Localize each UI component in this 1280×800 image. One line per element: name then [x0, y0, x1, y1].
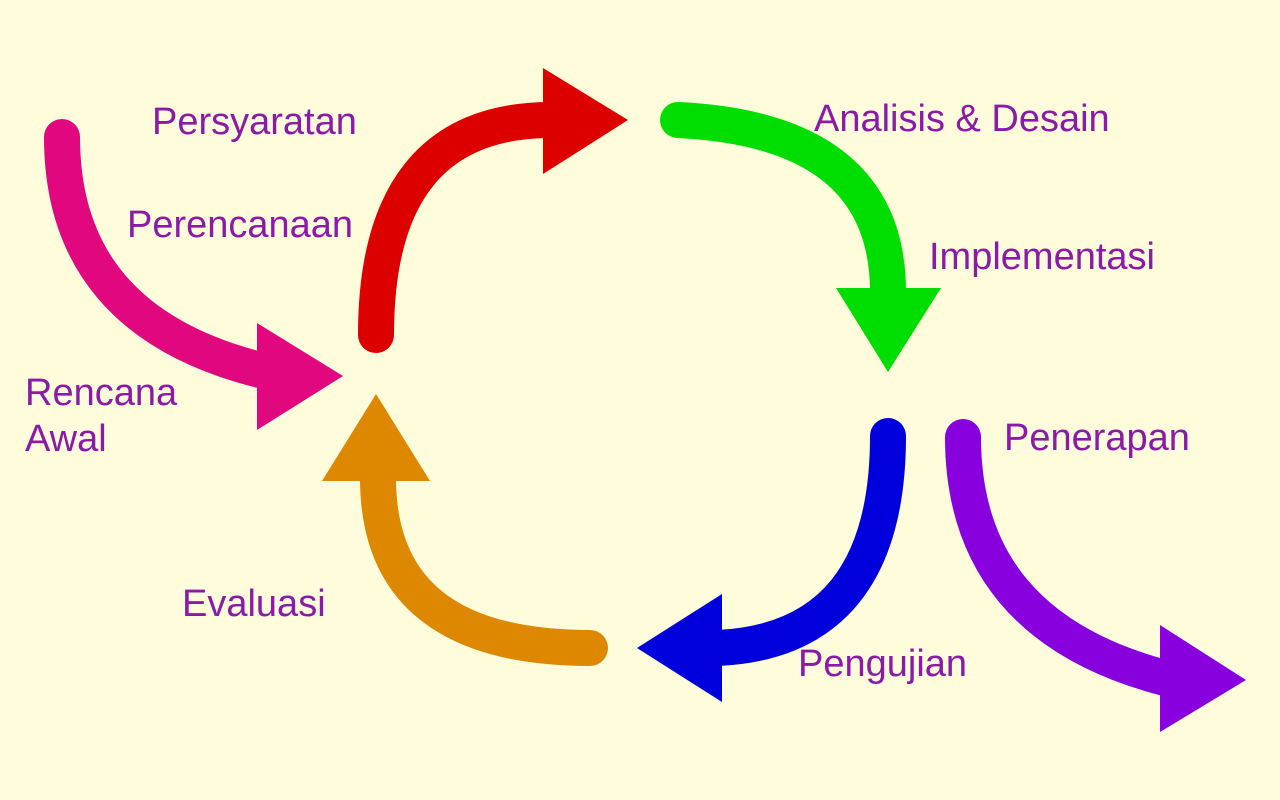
label-evaluasi: Evaluasi — [182, 583, 326, 625]
label-pengujian: Pengujian — [798, 643, 968, 685]
label-rencana-awal: Rencana Awal — [25, 370, 177, 462]
label-implementasi: Implementasi — [929, 236, 1155, 278]
label-penerapan: Penerapan — [1004, 417, 1190, 459]
label-persyaratan: Persyaratan — [152, 101, 357, 143]
arrow-analisis-implementasi — [660, 102, 941, 372]
arrow-perencanaan — [358, 68, 628, 353]
arrow-penerapan — [945, 419, 1246, 732]
arrow-pengujian — [637, 418, 906, 702]
label-analisis-desain: Analisis & Desain — [814, 98, 1110, 140]
label-perencanaan: Perencanaan — [127, 204, 354, 246]
label-rencana-awal-line2: Awal — [25, 418, 107, 460]
arrow-evaluasi — [322, 394, 608, 666]
label-rencana-awal-line1: Rencana — [25, 372, 178, 414]
arrow-rencana-awal — [44, 119, 343, 430]
